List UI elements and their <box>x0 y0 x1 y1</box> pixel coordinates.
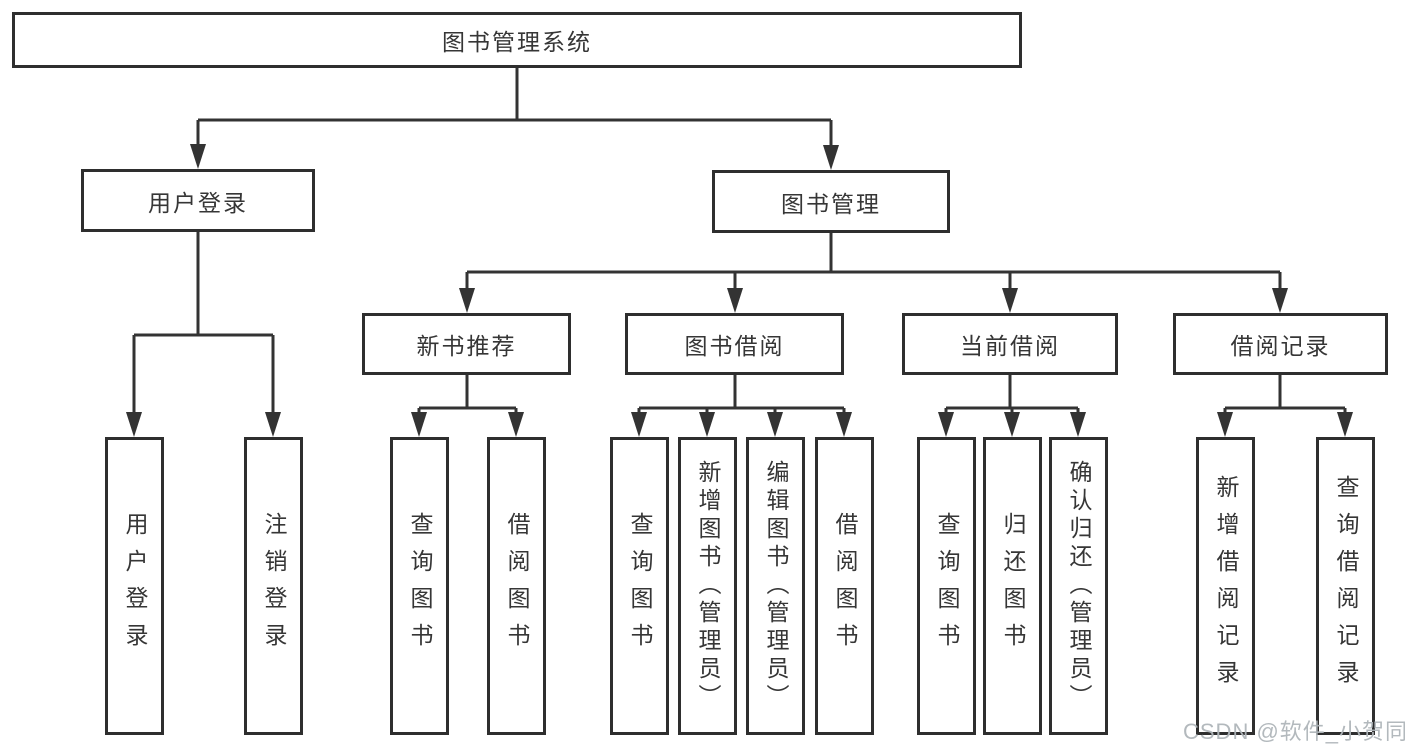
leaf-confirm-return-admin-label: 确认归还（管理员） <box>1066 460 1092 712</box>
connector-root-to-level2 <box>196 68 833 151</box>
node-current-borrowing: 当前借阅 <box>902 313 1118 375</box>
node-new-book-recommend-label: 新书推荐 <box>416 333 517 359</box>
leaf-newbook-query-books-label: 查询图书 <box>407 512 433 660</box>
node-library-system-label: 图书管理系统 <box>442 29 592 55</box>
leaf-add-books-admin: 新增图书（管理员） <box>678 437 737 735</box>
leaf-current-query-books-label: 查询图书 <box>934 512 960 660</box>
connector-bookborrow-to-leaves <box>637 375 846 418</box>
leaf-user-login-label: 用户登录 <box>122 512 148 660</box>
node-current-borrowing-label: 当前借阅 <box>960 333 1060 359</box>
leaf-newbook-query-books: 查询图书 <box>390 437 449 735</box>
node-book-management: 图书管理 <box>712 170 950 233</box>
node-borrowing-records: 借阅记录 <box>1173 313 1388 375</box>
leaf-borrow-books-label: 借阅图书 <box>832 512 858 660</box>
leaf-add-borrow-record: 新增借阅记录 <box>1196 437 1255 735</box>
connector-currentborrow-to-leaves <box>944 375 1080 418</box>
node-new-book-recommend: 新书推荐 <box>362 313 571 375</box>
node-user-login-label: 用户登录 <box>148 189 248 216</box>
node-library-system: 图书管理系统 <box>12 12 1022 68</box>
node-book-management-label: 图书管理 <box>781 190 881 217</box>
leaf-edit-books-admin: 编辑图书（管理员） <box>746 437 805 735</box>
leaf-return-books-label: 归还图书 <box>1000 512 1026 660</box>
connector-records-to-leaves <box>1223 375 1347 418</box>
connector-newbook-to-leaves <box>417 375 518 418</box>
node-borrowing-records-label: 借阅记录 <box>1230 333 1331 359</box>
leaf-newbook-borrow-books-label: 借阅图书 <box>504 512 530 660</box>
leaf-confirm-return-admin: 确认归还（管理员） <box>1049 437 1108 735</box>
leaf-current-query-books: 查询图书 <box>917 437 976 735</box>
leaf-newbook-borrow-books: 借阅图书 <box>487 437 546 735</box>
leaf-borrow-books: 借阅图书 <box>815 437 874 735</box>
leaf-logout-label: 注销登录 <box>261 512 287 660</box>
leaf-user-login: 用户登录 <box>105 437 164 735</box>
leaf-return-books: 归还图书 <box>983 437 1042 735</box>
leaf-borrow-query-books: 查询图书 <box>610 437 669 735</box>
leaf-query-borrow-record: 查询借阅记录 <box>1316 437 1375 735</box>
leaf-add-borrow-record-label: 新增借阅记录 <box>1213 475 1239 697</box>
leaf-borrow-query-books-label: 查询图书 <box>627 512 653 660</box>
connector-bookmgmt-to-level3 <box>465 233 1282 294</box>
csdn-watermark: CSDN @软件_小贺同学 <box>1183 719 1405 744</box>
connector-userlogin-to-leaves <box>132 232 275 418</box>
node-book-borrowing-label: 图书借阅 <box>684 333 785 359</box>
leaf-add-books-admin-label: 新增图书（管理员） <box>695 460 721 712</box>
leaf-logout: 注销登录 <box>244 437 303 735</box>
node-book-borrowing: 图书借阅 <box>625 313 844 375</box>
leaf-query-borrow-record-label: 查询借阅记录 <box>1333 475 1359 697</box>
leaf-edit-books-admin-label: 编辑图书（管理员） <box>763 460 789 712</box>
node-user-login: 用户登录 <box>81 169 315 232</box>
